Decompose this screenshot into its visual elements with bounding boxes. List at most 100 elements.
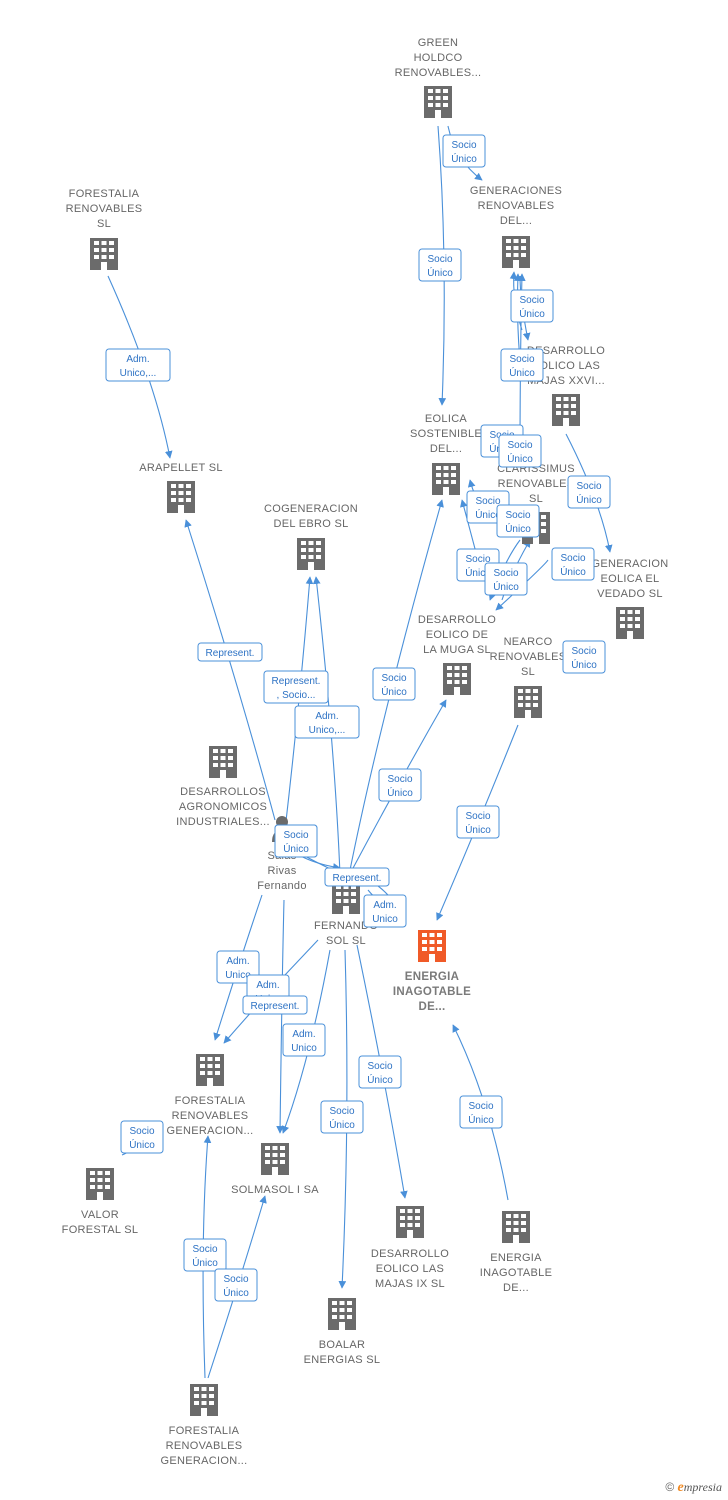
edge-label-text: Único bbox=[571, 658, 597, 671]
node-label: GENERACION... bbox=[166, 1125, 253, 1137]
edge-label-e15[interactable]: Represent. bbox=[197, 642, 263, 662]
node-label: DESARROLLO bbox=[371, 1248, 449, 1260]
node-label: EOLICO DE bbox=[426, 629, 489, 641]
edge-label-box bbox=[498, 434, 542, 468]
empresia-logo[interactable]: empresia bbox=[677, 1480, 722, 1495]
edge-label-text: Único bbox=[509, 366, 535, 379]
building-icon bbox=[261, 1143, 289, 1175]
node-label: INAGOTABLE bbox=[480, 1267, 552, 1279]
building-icon bbox=[502, 1211, 530, 1243]
edge-label-text: Represent. bbox=[206, 648, 255, 659]
edge-label-box bbox=[363, 894, 407, 928]
edge-label-e16[interactable]: Represent., Socio... bbox=[263, 670, 329, 704]
node-solmasol[interactable]: SOLMASOL I SA bbox=[231, 1143, 319, 1196]
building-icon bbox=[86, 1168, 114, 1200]
edge-label-text: Socio bbox=[129, 1126, 154, 1137]
building-icon bbox=[552, 394, 580, 426]
node-label: SOSTENIBLE bbox=[410, 428, 482, 440]
edge-label-text: Socio bbox=[367, 1061, 392, 1072]
edge-label-text: Socio bbox=[509, 354, 534, 365]
node-label: MAJAS IX SL bbox=[375, 1278, 445, 1290]
node-label: RENOVABLES bbox=[478, 200, 555, 212]
edge-label-text: Único bbox=[129, 1138, 155, 1151]
edge-label-text: Socio bbox=[468, 1101, 493, 1112]
edge-label-box bbox=[551, 547, 595, 581]
building-icon bbox=[432, 463, 460, 495]
focus-building-icon bbox=[418, 930, 446, 962]
edge-label-e23[interactable]: Represent. bbox=[324, 867, 390, 887]
node-forestalia-gen[interactable]: FORESTALIARENOVABLESGENERACION... bbox=[166, 1054, 253, 1137]
footer-credit: © empresia bbox=[665, 1480, 722, 1496]
edge-label-e24[interactable]: Adm.Unico bbox=[363, 894, 407, 928]
edge-label-e28[interactable]: Adm.Unico bbox=[282, 1023, 326, 1057]
node-forestalia-gen2[interactable]: FORESTALIARENOVABLESGENERACION... bbox=[160, 1384, 247, 1467]
edge-label-layer: SocioÚnicoSocioÚnicoAdm.Unico,...SocioÚn… bbox=[105, 134, 611, 1302]
node-label: ENERGIA bbox=[405, 971, 460, 983]
node-energia-2[interactable]: ENERGIAINAGOTABLEDE... bbox=[480, 1211, 552, 1294]
edge-label-text: Socio bbox=[451, 140, 476, 151]
node-label: SL bbox=[97, 218, 111, 230]
edge-label-text: Único bbox=[427, 266, 453, 279]
edge-label-text: Único bbox=[465, 823, 491, 836]
node-arapellet[interactable]: ARAPELLET SL bbox=[139, 462, 223, 513]
edge-label-text: Adm. bbox=[126, 354, 149, 365]
edge-label-text: Socio bbox=[329, 1106, 354, 1117]
node-agronomicos[interactable]: DESARROLLOSAGRONOMICOSINDUSTRIALES... bbox=[176, 746, 270, 828]
node-label: SOLMASOL I SA bbox=[231, 1184, 319, 1196]
edge-label-text: Socio bbox=[571, 646, 596, 657]
building-icon bbox=[297, 538, 325, 570]
edge-label-text: Único bbox=[507, 452, 533, 465]
node-eolica-sost[interactable]: EOLICASOSTENIBLEDEL... bbox=[410, 413, 482, 495]
edge-label-box bbox=[274, 824, 318, 858]
edge-label-box bbox=[197, 642, 263, 662]
node-gen-del[interactable]: GENERACIONESRENOVABLESDEL... bbox=[470, 185, 562, 268]
edge-label-text: Único bbox=[475, 508, 501, 521]
edge-label-e18[interactable]: Adm.Unico,... bbox=[294, 705, 360, 739]
node-label: ARAPELLET SL bbox=[139, 462, 223, 474]
node-energia-focus[interactable]: ENERGIAINAGOTABLEDE... bbox=[393, 930, 471, 1013]
edge-label-text: Único bbox=[387, 786, 413, 799]
edge-label-box bbox=[456, 805, 500, 839]
node-label: NEARCO bbox=[504, 636, 553, 648]
edge-label-e03[interactable]: Adm.Unico,... bbox=[105, 348, 171, 382]
building-icon bbox=[332, 882, 360, 914]
node-label: FORESTALIA bbox=[169, 1425, 240, 1437]
edge-label-e27[interactable]: Represent. bbox=[242, 995, 308, 1015]
node-green[interactable]: GREENHOLDCORENOVABLES... bbox=[395, 37, 482, 118]
node-label: SL bbox=[529, 493, 543, 505]
edge-label-text: Único bbox=[576, 493, 602, 506]
node-label: GENERACIONES bbox=[470, 185, 562, 197]
node-label: FORESTALIA bbox=[175, 1095, 246, 1107]
